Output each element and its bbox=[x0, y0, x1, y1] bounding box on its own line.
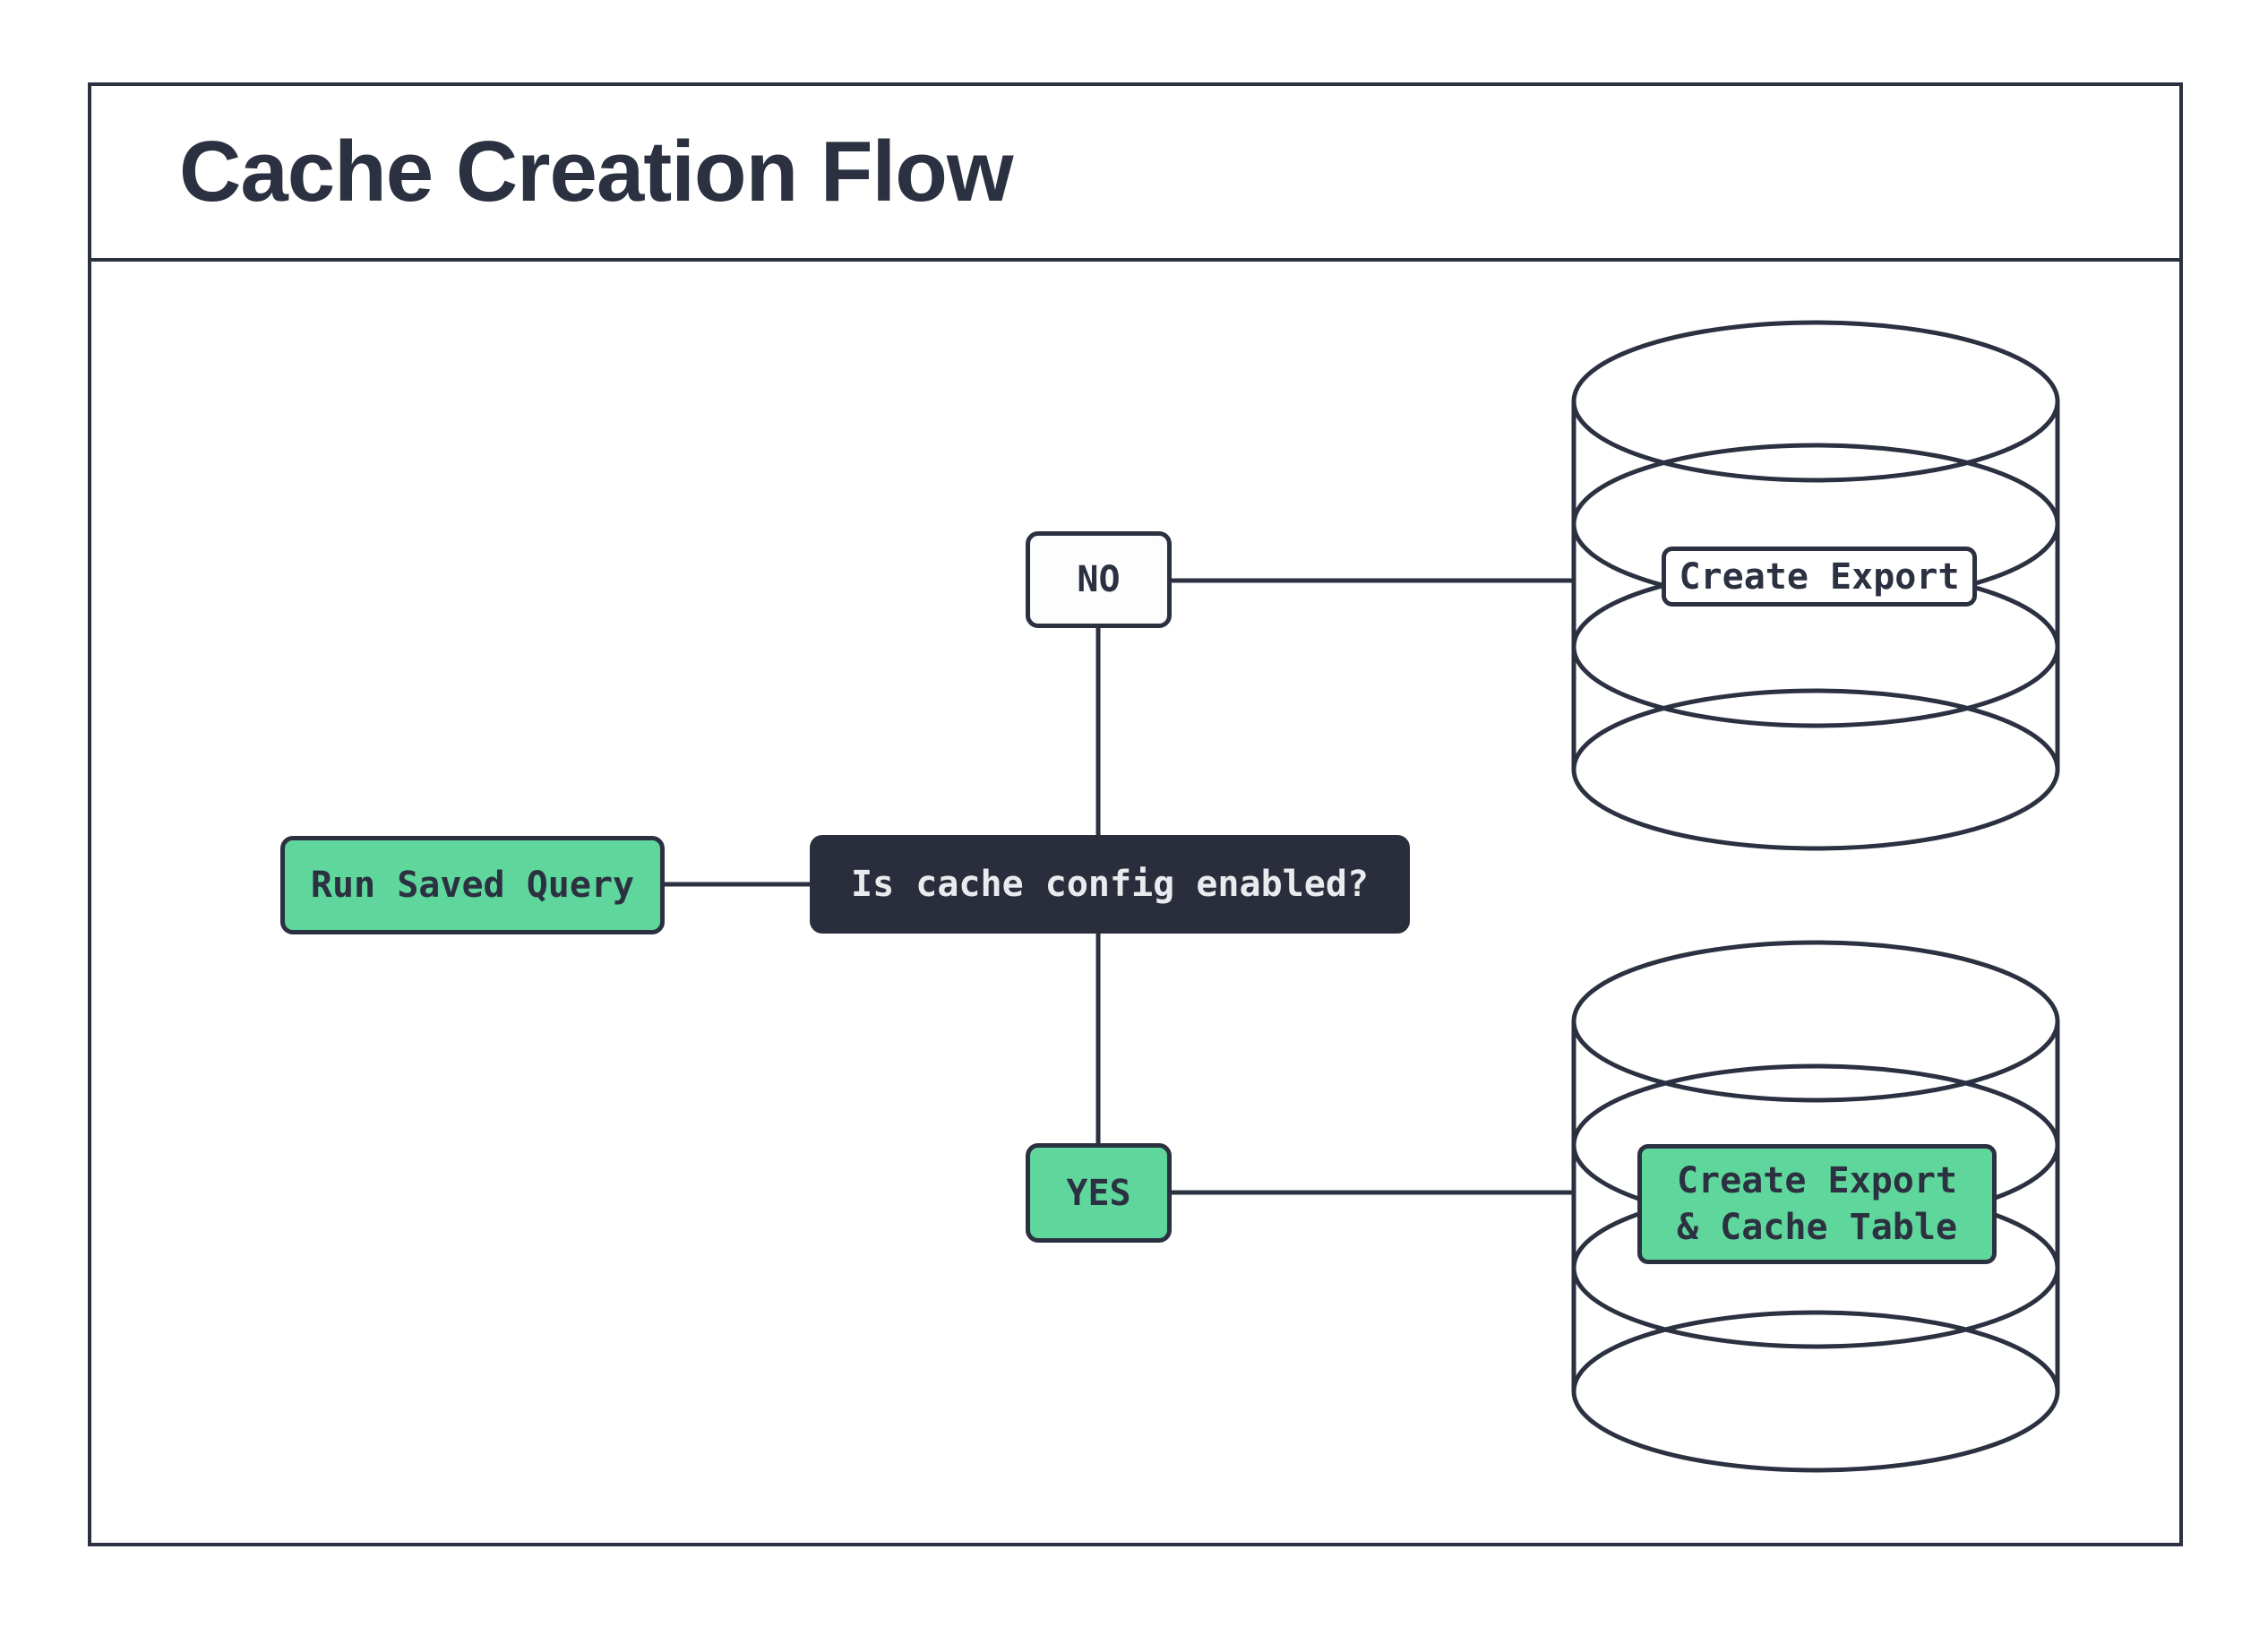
cylinder-disc bbox=[1571, 688, 2060, 851]
node-run-saved-query-label: Run Saved Query bbox=[310, 865, 635, 906]
node-create-export-label: Create Export bbox=[1679, 555, 1960, 598]
node-create-export-cache-table: Create Export & Cache Table bbox=[1637, 1144, 1997, 1264]
cylinder-disc bbox=[1571, 320, 2060, 483]
page-title: Cache Creation Flow bbox=[179, 124, 1013, 220]
node-decision-cache-config: Is cache config enabled? bbox=[810, 835, 1410, 934]
cache-database-cylinder bbox=[1571, 940, 2060, 1473]
node-create-export: Create Export bbox=[1662, 547, 1977, 607]
cylinder-disc bbox=[1571, 940, 2060, 1103]
node-run-saved-query: Run Saved Query bbox=[280, 836, 665, 934]
cylinder-disc bbox=[1571, 1310, 2060, 1473]
node-branch-yes-label: YES bbox=[1066, 1172, 1131, 1214]
node-create-export-cache-line1: Create Export bbox=[1676, 1160, 1958, 1201]
node-create-export-cache-line2: & Cache Table bbox=[1676, 1207, 1958, 1248]
node-branch-no: NO bbox=[1026, 531, 1172, 628]
node-branch-no-label: NO bbox=[1077, 559, 1121, 600]
node-decision-label: Is cache config enabled? bbox=[851, 864, 1369, 905]
title-bar: Cache Creation Flow bbox=[91, 86, 2179, 262]
export-database-cylinder bbox=[1571, 320, 2060, 851]
diagram-frame: Cache Creation Flow bbox=[88, 82, 2183, 1546]
node-branch-yes: YES bbox=[1026, 1143, 1172, 1243]
